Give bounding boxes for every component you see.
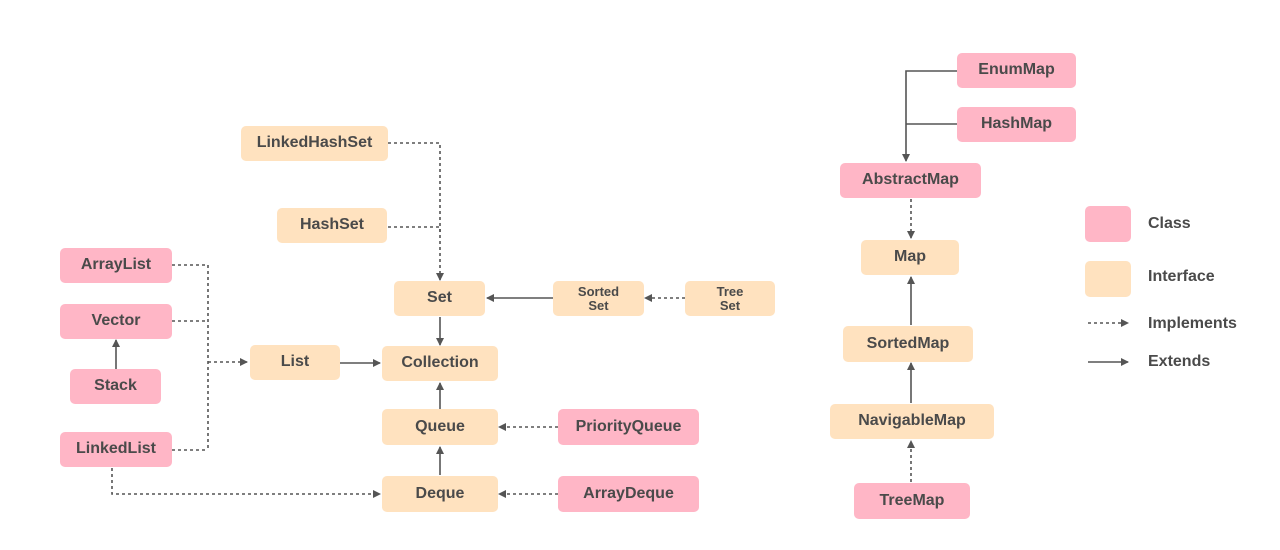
node-hashset-label: HashSet — [299, 216, 365, 234]
node-stack: Stack — [70, 369, 161, 404]
node-set: Set — [394, 281, 485, 316]
node-linkedhashset-label: LinkedHashSet — [256, 134, 373, 152]
node-sortedset: Sorted Set — [553, 281, 644, 316]
node-linkedlist-label: LinkedList — [75, 440, 156, 458]
legend-interface-label: Interface — [1148, 268, 1215, 285]
node-map: Map — [861, 240, 959, 275]
node-arraydeque-label: ArrayDeque — [583, 484, 674, 502]
node-arraydeque: ArrayDeque — [558, 476, 699, 512]
node-treeset-label-line2: Set — [719, 297, 741, 313]
node-sortedmap: SortedMap — [843, 326, 973, 362]
node-treeset: Tree Set — [685, 281, 775, 316]
node-vector-label: Vector — [91, 312, 141, 330]
node-deque: Deque — [382, 476, 498, 512]
node-hashmap: HashMap — [957, 107, 1076, 142]
node-navigablemap: NavigableMap — [830, 404, 994, 439]
node-linkedhashset: LinkedHashSet — [241, 126, 388, 161]
node-navigablemap-label: NavigableMap — [858, 412, 966, 430]
legend-extends-label: Extends — [1148, 353, 1211, 370]
edge-enummap-abstractmap — [902, 70, 957, 162]
node-abstractmap-label: AbstractMap — [862, 171, 959, 189]
node-sortedset-label-line2: Set — [588, 297, 609, 313]
node-hashset: HashSet — [277, 208, 387, 243]
node-abstractmap: AbstractMap — [840, 163, 981, 198]
node-stack-label: Stack — [94, 377, 137, 395]
node-set-label: Set — [427, 289, 452, 307]
node-collection: Collection — [382, 346, 498, 381]
legend-implements-label: Implements — [1148, 315, 1237, 332]
node-deque-label: Deque — [415, 484, 465, 502]
node-queue: Queue — [382, 409, 498, 445]
node-map-label: Map — [894, 248, 926, 266]
node-treeset-label-line1: Tree — [716, 283, 744, 299]
node-treemap-label: TreeMap — [879, 491, 945, 509]
edge-linkedhashset-set — [388, 142, 441, 233]
node-hashmap-label: HashMap — [980, 115, 1053, 133]
legend-interface-swatch — [1085, 261, 1131, 297]
node-sortedmap-label: SortedMap — [866, 334, 950, 352]
node-collection-label: Collection — [401, 354, 479, 372]
node-queue-label: Queue — [415, 417, 465, 435]
node-treemap: TreeMap — [854, 483, 970, 519]
node-list-label: List — [280, 353, 310, 371]
node-arraylist: ArrayList — [60, 248, 172, 283]
node-vector: Vector — [60, 304, 172, 339]
node-priorityqueue: PriorityQueue — [558, 409, 699, 445]
legend-class-swatch — [1085, 206, 1131, 242]
node-priorityqueue-label: PriorityQueue — [575, 417, 682, 435]
node-enummap: EnumMap — [957, 53, 1076, 88]
node-list: List — [250, 345, 340, 380]
node-arraylist-label: ArrayList — [80, 256, 152, 274]
legend-class-label: Class — [1148, 215, 1191, 232]
node-linkedlist: LinkedList — [60, 432, 172, 467]
edge-linkedlist-deque — [111, 468, 381, 498]
node-sortedset-label-line1: Sorted — [577, 283, 620, 299]
node-enummap-label: EnumMap — [978, 61, 1055, 79]
edge-hashset-set — [388, 226, 444, 281]
edge-arraylist-list — [172, 264, 209, 450]
